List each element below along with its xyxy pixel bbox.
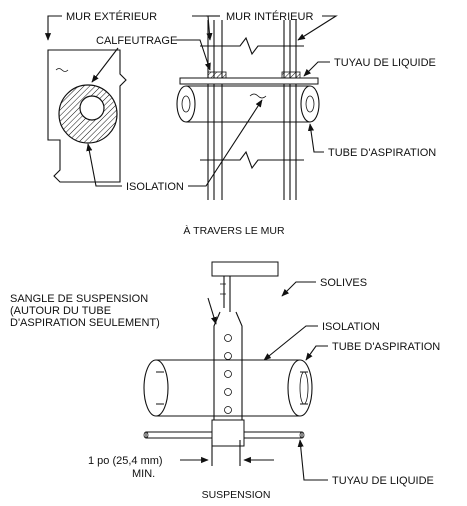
- label-tube-aspiration-top: TUBE D'ASPIRATION: [328, 147, 436, 159]
- suction-tube-end-left: [176, 85, 196, 123]
- liquid-end-right: [299, 431, 305, 439]
- caption-suspension: SUSPENSION: [202, 489, 271, 501]
- suction-inner-ellipse-right: [299, 371, 309, 405]
- nail-marks: [220, 283, 226, 295]
- leader-isolation-right: [188, 99, 263, 187]
- suction-tube-body-bottom: [156, 359, 300, 417]
- end-view: [47, 49, 127, 183]
- liquid-end-left: [143, 431, 149, 439]
- label-sangle-3: D'ASPIRATION SEULEMENT): [10, 317, 160, 329]
- label-tube-aspiration-bottom: TUBE D'ASPIRATION: [332, 341, 440, 353]
- leader-isolation-left: [86, 143, 122, 187]
- side-view: [176, 20, 320, 200]
- joist-top: [211, 261, 279, 277]
- leader-isolation-bottom: [263, 325, 318, 361]
- label-calfeutrage: CALFEUTRAGE: [96, 35, 177, 47]
- suction-end-left: [143, 359, 169, 417]
- leader-solives: [281, 281, 316, 297]
- label-isolation-top: ISOLATION: [126, 181, 184, 193]
- leader-calfeutrage-left: [91, 47, 119, 83]
- liquid-pipe: [179, 77, 319, 85]
- suction-inner-left: [156, 371, 164, 405]
- bottom-callouts: SOLIVES SANGLE DE SUSPENSION (AUTOUR DU …: [10, 277, 440, 487]
- break-mark: [55, 68, 69, 72]
- leader-mur-interieur-right: [297, 15, 338, 41]
- label-solives: SOLIVES: [320, 277, 367, 289]
- wall-break-top: [200, 36, 304, 56]
- wall-break-bottom: [200, 150, 304, 170]
- label-mur-interieur: MUR INTÉRIEUR: [226, 10, 313, 23]
- leader-tuyau-liquide: [303, 61, 330, 77]
- label-tuyau-liquide-bottom: TUYAU DE LIQUIDE: [332, 475, 434, 487]
- suction-tube-inner-right: [305, 95, 315, 113]
- leader-calfeutrage-right: [176, 39, 211, 71]
- top-callouts: MUR EXTÉRIEUR MUR INTÉRIEUR CALFEUTRAGE …: [44, 10, 436, 193]
- label-dimension-1: 1 po (25,4 mm): [88, 455, 163, 467]
- caption-through-wall: À TRAVERS LE MUR: [183, 224, 285, 237]
- leader-tube-aspiration-bottom: [305, 345, 328, 361]
- leader-mur-exterieur-right: [192, 15, 213, 41]
- suction-tube-section: [79, 95, 105, 121]
- hanger-strap: [213, 311, 243, 420]
- label-tuyau-liquide-top: TUYAU DE LIQUIDE: [334, 57, 436, 69]
- leader-mur-exterieur-left: [44, 15, 62, 41]
- strap-hole-2: [224, 352, 232, 360]
- label-sangle-2: (AUTOUR DU TUBE: [10, 305, 111, 317]
- suction-tube-end-right: [300, 85, 320, 123]
- strap-hole-1: [224, 334, 232, 342]
- leader-sangle: [207, 297, 217, 325]
- label-isolation-bottom: ISOLATION: [322, 321, 380, 333]
- strap-hole-3: [224, 370, 232, 378]
- strap-hole-4: [224, 388, 232, 396]
- leader-tube-aspiration: [307, 123, 324, 153]
- suction-tube-inner-left: [181, 95, 191, 113]
- suction-end-right: [287, 359, 313, 417]
- suspension-drawing: [143, 261, 313, 447]
- strap-hole-5: [224, 406, 232, 414]
- wall-block-outline: [47, 49, 127, 183]
- label-dimension-2: MIN.: [132, 468, 155, 480]
- suction-tube-body: [186, 85, 310, 123]
- strap-bottom-loop: [211, 419, 245, 447]
- label-sangle-1: SANGLE DE SUSPENSION: [10, 293, 148, 305]
- label-mur-exterieur: MUR EXTÉRIEUR: [66, 10, 157, 23]
- leader-tuyau-liquide-bottom: [297, 439, 328, 481]
- insulation-mark: [249, 93, 267, 99]
